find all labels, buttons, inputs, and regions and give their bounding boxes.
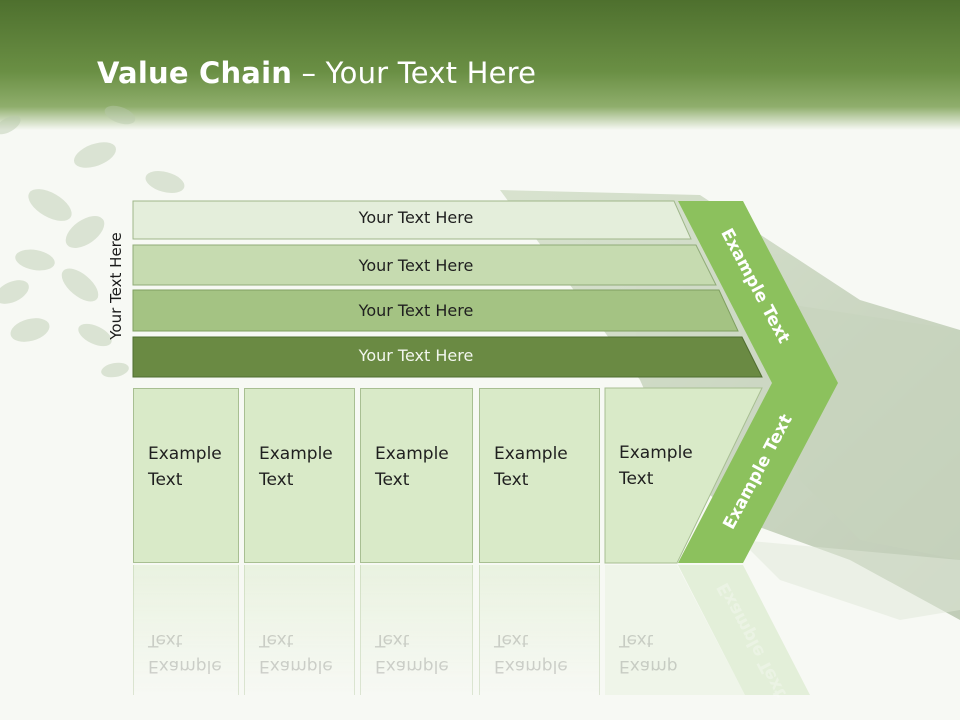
activity-box-2-reflection: Example Text xyxy=(244,565,355,695)
bar-4-shape xyxy=(132,336,763,378)
activity-box-4-label: Example Text xyxy=(494,444,568,490)
bar-3-label: Your Text Here xyxy=(358,301,474,320)
activity-box-2: Example Text xyxy=(244,388,355,563)
box-5-arrow-shape xyxy=(604,387,763,564)
activity-box-1-label: Example Text xyxy=(148,444,222,490)
activity-box-5-reflection: Example Text xyxy=(605,565,677,695)
activity-box-5: Example Text xyxy=(605,388,705,563)
activity-box-5-label: Example Text xyxy=(619,443,693,489)
chevron-shape xyxy=(678,201,838,563)
activity-box-2-label: Example Text xyxy=(259,444,333,490)
box-5-reflection-shape xyxy=(605,565,745,695)
slide-title: Value Chain – Your Text Here xyxy=(97,56,536,90)
title-rest: – Your Text Here xyxy=(292,56,537,90)
activity-box-4-reflection-label: Example Text xyxy=(494,630,568,676)
activity-box-2-reflection-label: Example Text xyxy=(259,630,333,676)
activity-box-4-reflection: Example Text xyxy=(479,565,600,695)
activity-box-3: Example Text xyxy=(360,388,473,563)
bar-4-label: Your Text Here xyxy=(358,346,474,365)
bar-3-shape xyxy=(132,289,739,332)
activity-box-5-reflection-label: Example Text xyxy=(619,630,677,676)
bar-1-label: Your Text Here xyxy=(358,208,474,227)
chevron-reflection xyxy=(678,565,810,695)
activity-box-3-label: Example Text xyxy=(375,444,449,490)
activity-box-3-reflection-label: Example Text xyxy=(375,630,449,676)
header-band xyxy=(0,0,960,130)
bar-2-label: Your Text Here xyxy=(358,256,474,275)
title-bold: Value Chain xyxy=(97,56,293,90)
bar-1-shape xyxy=(132,200,692,240)
side-label-text: Your Text Here xyxy=(107,232,125,340)
activity-box-1-reflection-label: Example Text xyxy=(148,630,222,676)
activity-box-3-reflection: Example Text xyxy=(360,565,473,695)
activity-box-4: Example Text xyxy=(479,388,600,563)
activity-box-1-reflection: Example Text xyxy=(133,565,239,695)
bar-2-shape xyxy=(132,244,717,286)
activity-box-1: Example Text xyxy=(133,388,239,563)
